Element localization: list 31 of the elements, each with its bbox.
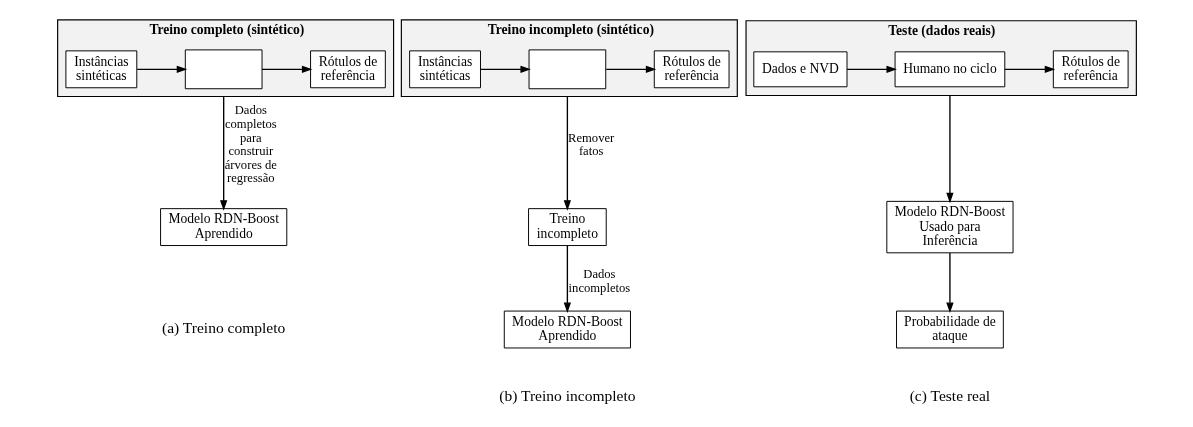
- label: (a) Treino completo: [161, 319, 285, 337]
- node-box: Probabilidade de ataque: [895, 310, 1004, 349]
- arrow: [945, 94, 954, 204]
- node-box: Instâncias sintéticas: [408, 50, 481, 89]
- node-box: Treino incompleto: [527, 208, 607, 247]
- arrow: [945, 252, 954, 313]
- arrow: [260, 65, 312, 73]
- arrow: [845, 65, 897, 73]
- arrow: [605, 65, 656, 73]
- node-box: Rótulos de referência: [1052, 50, 1129, 89]
- node-box: Humano no ciclo: [894, 51, 1005, 88]
- arrow: [1003, 65, 1055, 73]
- arrow: [563, 95, 571, 211]
- arrow: [136, 65, 187, 73]
- node-box: Rótulos de referência: [653, 50, 730, 89]
- node-box: [528, 49, 606, 90]
- node-box: [184, 49, 262, 90]
- edge-label: Dados incompletos: [568, 267, 630, 296]
- node-box: Modelo RDN-Boost Usado para Inferência: [885, 200, 1014, 254]
- label: (c) Teste real: [909, 387, 990, 405]
- arrow: [219, 95, 227, 211]
- edge-label: Remover fatos: [567, 130, 614, 159]
- label: (b) Treino incompleto: [498, 387, 635, 405]
- node-box: Rótulos de referência: [309, 50, 386, 89]
- node-box: Modelo RDN-Boost Aprendido: [503, 310, 631, 349]
- arrow: [563, 244, 571, 313]
- edge-label: Dados completos para construir árvores de regressão: [224, 103, 277, 186]
- node-box: Dados e NVD: [752, 51, 847, 88]
- node-box: Instâncias sintéticas: [64, 50, 137, 89]
- arrow: [479, 65, 531, 73]
- node-box: Modelo RDN-Boost Aprendido: [159, 208, 287, 247]
